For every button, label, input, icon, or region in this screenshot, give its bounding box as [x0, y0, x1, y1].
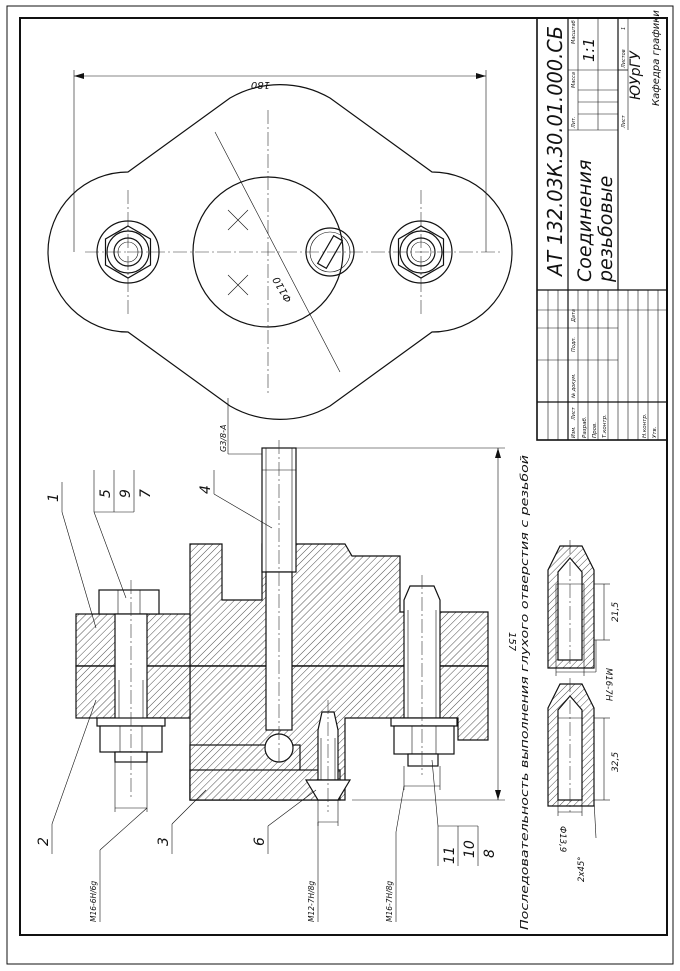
- title-col-izm: Изм.: [571, 426, 577, 438]
- detail-thread: M16-7H: [603, 668, 613, 702]
- title-col-sheet: Лист: [621, 114, 627, 129]
- title-row-developed: Разраб.: [582, 416, 588, 438]
- title-row-ncontrol: Н.контр.: [642, 413, 648, 438]
- dim-section-height: 157: [506, 632, 517, 652]
- title-organization: ЮУрГУ: [628, 50, 644, 100]
- title-department: Кафедра графики: [651, 10, 662, 106]
- title-col-lit: Лит.: [571, 116, 577, 129]
- title-col-mass: Масса: [571, 72, 577, 88]
- pos-stack-stud-2: 8: [482, 849, 498, 858]
- dim-plan-diameter: Ф110: [271, 275, 294, 304]
- title-name-line2: резьбовые: [595, 176, 617, 283]
- pos-6: 6: [252, 837, 268, 846]
- detail-drill: Ф13,9: [557, 826, 567, 852]
- plan-bolt-right: [389, 220, 453, 284]
- dim-plan-width: 180: [251, 79, 270, 90]
- title-scale: 1:1: [580, 38, 598, 62]
- plan-plug: [305, 227, 355, 277]
- title-block: АТ 132.03К.30.01.000.СБ Соединения резьб…: [536, 10, 668, 441]
- title-col-list: Лист: [571, 406, 577, 421]
- dim-m12: M12-7H/8g: [307, 881, 316, 922]
- position-leaders: 1 5 9 7 2 3 4 6 11: [36, 470, 498, 866]
- dim-threads: M16-6H/6g M12-7H/8g M16-7H/8g G3/8-A: [89, 398, 441, 922]
- pos-stack-bolt-1: 9: [118, 489, 134, 498]
- pos-2: 2: [36, 837, 52, 846]
- dim-m16-stud: M16-7H/8g: [385, 881, 394, 922]
- pos-stack-stud-0: 11: [442, 846, 458, 864]
- dim-m16-bolt: M16-6H/6g: [89, 881, 98, 922]
- dim-157: 157: [296, 447, 517, 801]
- detail-hole-2: 32,5 Ф13,9 2х45°: [547, 678, 621, 882]
- pos-stack-bolt-0: 5: [98, 489, 114, 498]
- pos-3: 3: [156, 837, 172, 846]
- detail-hole-1: 21,5 M16-7H: [547, 540, 621, 702]
- detail-chamfer: 2х45°: [577, 856, 587, 882]
- dim-diameter: Ф110: [214, 131, 341, 373]
- detail-depth-1: 21,5: [611, 602, 621, 622]
- title-designation: АТ 132.03К.30.01.000.СБ: [543, 26, 567, 278]
- caption-sequence: Последовательность выполнения глухого от…: [518, 455, 531, 930]
- pos-stack-stud-1: 10: [462, 840, 478, 858]
- title-row-tcontrol: Т.контр.: [602, 414, 608, 438]
- section-view: 157 M16-6H/6g M12-7H/8g M16-7H/8g G3/8-A: [36, 398, 517, 922]
- title-row-checked: Пров.: [592, 422, 598, 438]
- title-col-sign: Подп.: [571, 337, 577, 352]
- outer-frame: [6, 5, 674, 965]
- dim-pipe-thread: G3/8-A: [219, 425, 228, 452]
- pos-4: 4: [198, 485, 214, 494]
- detail-depth-2: 32,5: [611, 752, 621, 772]
- plan-bolt-left: [96, 220, 160, 284]
- plan-view: 180 Ф110: [47, 70, 513, 420]
- title-name-line1: Соединения: [574, 160, 596, 282]
- dim-180: 180: [73, 70, 487, 252]
- title-col-sheets: Листов: [621, 49, 627, 69]
- title-row-approved: Утв.: [652, 426, 658, 438]
- title-col-date: Дата: [571, 309, 577, 323]
- title-sheets-count: 1: [621, 27, 627, 30]
- inner-frame: [19, 17, 668, 936]
- title-col-doc: № докум.: [571, 373, 577, 399]
- pos-stack-bolt-2: 7: [138, 489, 154, 498]
- pos-1: 1: [46, 493, 62, 502]
- title-col-scale: Масштаб: [571, 20, 577, 44]
